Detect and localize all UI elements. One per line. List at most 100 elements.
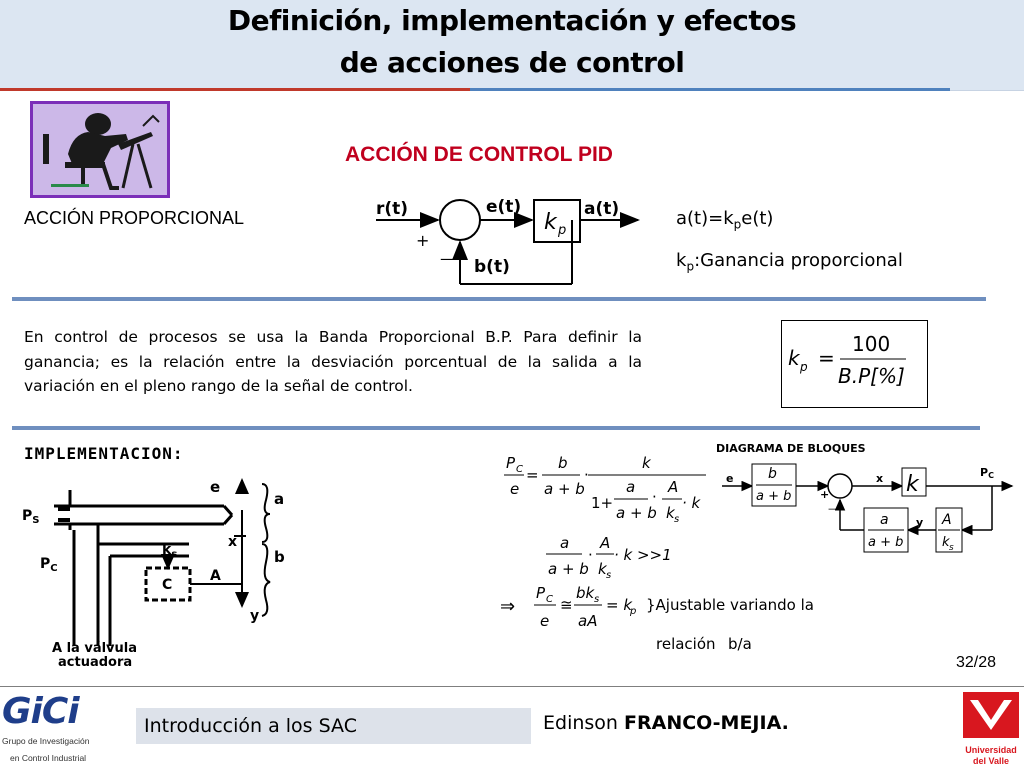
gici-line1: Grupo de Investigación bbox=[2, 736, 90, 746]
course-name: Introducción a los SAC bbox=[144, 715, 357, 737]
valve-line1: A la válvula bbox=[52, 641, 137, 656]
implementation-title: IMPLEMENTACION: bbox=[24, 444, 184, 463]
eq1-k: · k bbox=[682, 494, 702, 512]
bd-A-den-sub: s bbox=[949, 543, 954, 553]
eq3-lhs-sub: C bbox=[546, 594, 553, 605]
gici-logo-text: GiCi bbox=[2, 691, 80, 732]
drafter-clipart bbox=[30, 101, 170, 198]
section-title: ACCIÓN DE CONTROL PID bbox=[345, 143, 613, 166]
eq1-lhs-num: P bbox=[506, 454, 516, 472]
footer-divider bbox=[0, 686, 1024, 687]
bd-a-den: a + b bbox=[868, 535, 903, 550]
eq1-f4-num: A bbox=[667, 478, 678, 496]
gain-subscript: p bbox=[557, 223, 566, 238]
bd-pc: PC bbox=[980, 466, 994, 480]
eq2-tail: · k >>1 bbox=[614, 546, 672, 564]
eq2-den: a + b bbox=[548, 560, 589, 578]
univalle-shield-icon bbox=[963, 692, 1019, 738]
equation-sub: p bbox=[733, 217, 742, 232]
block-diagram: DIAGRAMA DE BLOQUES e b a + b + — x k PC… bbox=[716, 442, 1014, 553]
summing-junction bbox=[439, 199, 481, 241]
drafter-icon bbox=[43, 113, 160, 190]
plus-sign: + bbox=[416, 231, 429, 250]
eq1-one: 1+ bbox=[591, 494, 613, 512]
kp-symbol: k bbox=[788, 346, 801, 370]
course-name-box: Introducción a los SAC bbox=[136, 708, 531, 744]
univ-line2: del Valle bbox=[972, 756, 1010, 766]
eq1-f2-num: k bbox=[642, 454, 652, 472]
bd-a-num: a bbox=[880, 512, 889, 528]
mech-brace-b: b bbox=[274, 548, 285, 566]
mech-e: e bbox=[210, 478, 220, 496]
univalle-logo: Universidad del Valle bbox=[960, 690, 1022, 766]
eq3-approx: ≅ bbox=[560, 596, 573, 614]
gain-derivation: P C e b a + b k a a + b A k s 1+ · k = ·… bbox=[500, 454, 814, 653]
title-band bbox=[0, 0, 1024, 91]
eq1-f3-num: a bbox=[626, 478, 635, 496]
pneumatic-mechanism: C PS PC e x ks A y a b A la válvula actu… bbox=[22, 478, 285, 670]
page-title-line2: de acciones de control bbox=[339, 46, 685, 79]
univ-line1: Universidad bbox=[965, 745, 1017, 755]
bd-A-num: A bbox=[941, 512, 952, 528]
mech-ks: ks bbox=[162, 542, 177, 560]
banda-proporcional-paragraph: En control de procesos se usa la Banda P… bbox=[24, 328, 642, 395]
eq1-f4-den: k bbox=[666, 504, 676, 522]
mech-ps: PS bbox=[22, 508, 39, 526]
bd-plus: + bbox=[820, 488, 829, 501]
bd-x: x bbox=[876, 472, 883, 485]
gici-line2: en Control Industrial bbox=[10, 753, 87, 763]
valve-line2: actuadora bbox=[58, 655, 132, 670]
eq3-note2: relación bbox=[656, 635, 716, 653]
bd-block-k bbox=[901, 467, 927, 497]
eq3-rhs-sub: p bbox=[629, 606, 636, 617]
gici-logo: GiCi Grupo de Investigación en Control I… bbox=[2, 692, 94, 764]
page-title-line1: Definición, implementación y efectos bbox=[227, 4, 797, 37]
eq3-den: aA bbox=[578, 612, 597, 630]
mech-y: y bbox=[250, 608, 259, 624]
eq1-f1-num: b bbox=[558, 454, 568, 472]
author: Edinson FRANCO-MEJIA. bbox=[543, 712, 789, 734]
eq3-lhs-num: P bbox=[536, 584, 546, 602]
proportional-label: ACCIÓN PROPORCIONAL bbox=[24, 208, 245, 228]
eq3-lhs-den: e bbox=[540, 612, 549, 630]
eq1-lhs-sub: C bbox=[516, 464, 523, 475]
minus-sign: — bbox=[440, 249, 456, 268]
brace-a bbox=[261, 483, 271, 543]
gain-definition: kp:Ganancia proporcional bbox=[676, 250, 903, 274]
mech-pc: PC bbox=[40, 556, 58, 574]
bd-b-den: a + b bbox=[756, 489, 791, 504]
proportional-block-diagram: r(t) + — e(t) k p a(t) b(t) bbox=[376, 197, 640, 285]
eq3-num: bk bbox=[576, 584, 596, 602]
eq3-rhs: = k bbox=[606, 596, 633, 614]
eq3-note3: b/a bbox=[728, 635, 752, 653]
eq1-equals: = bbox=[526, 466, 539, 484]
kp-denominator: B.P[%] bbox=[838, 364, 905, 388]
eq2-a-den: k bbox=[598, 560, 608, 578]
author-first: Edinson bbox=[543, 712, 618, 734]
eq3-note1: }Ajustable variando la bbox=[646, 596, 814, 614]
bd-y: y bbox=[916, 516, 923, 529]
block-diagram-title: DIAGRAMA DE BLOQUES bbox=[716, 442, 866, 455]
proportional-equation: a(t)=kpe(t) bbox=[676, 208, 773, 232]
gain-symbol: k bbox=[544, 210, 558, 235]
eq2-a-num: A bbox=[599, 534, 610, 552]
eq1-dot: · bbox=[584, 466, 589, 484]
mech-c: C bbox=[162, 577, 172, 593]
eq3-num-sub: s bbox=[594, 594, 599, 605]
bd-b-num: b bbox=[768, 466, 777, 482]
eq2-dot: · bbox=[588, 546, 593, 564]
page-number: 32/28 bbox=[956, 654, 997, 671]
eq1-lhs-den: e bbox=[510, 480, 519, 498]
gain-def-sub: p bbox=[686, 259, 695, 274]
gain-block bbox=[533, 199, 581, 243]
author-last: FRANCO-MEJIA. bbox=[624, 712, 789, 734]
brace-b bbox=[261, 543, 271, 617]
eq1-f3-den: a + b bbox=[616, 504, 657, 522]
eq2-a-den-sub: s bbox=[606, 570, 611, 581]
gain-def-symbol: k bbox=[676, 250, 687, 271]
bd-A-den: k bbox=[942, 535, 950, 550]
mech-x: x bbox=[228, 534, 237, 550]
bd-summing-junction bbox=[827, 473, 853, 499]
feedback-label: b(t) bbox=[474, 257, 510, 277]
title-rule-blue bbox=[470, 88, 950, 91]
